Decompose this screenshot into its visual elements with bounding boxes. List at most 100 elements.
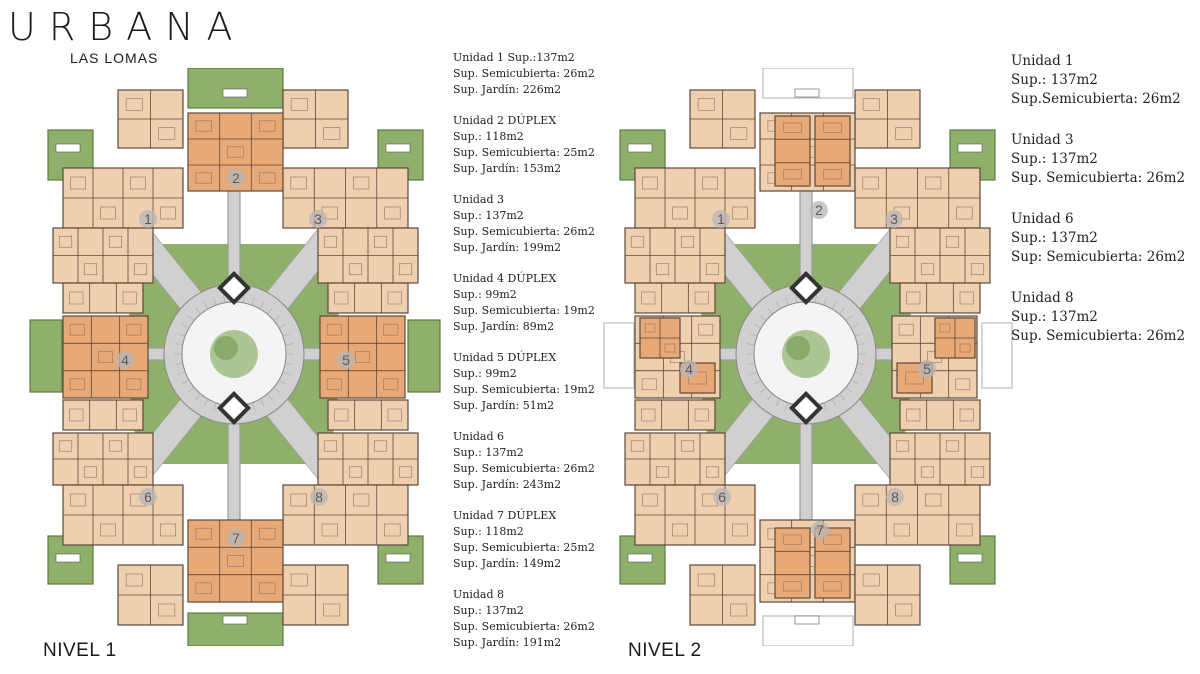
unit-line: Sup. Jardín: 191m2 — [453, 636, 562, 649]
unit-line: Sup.Semicubierta: 26m2 — [1011, 91, 1181, 107]
stair-tread — [814, 294, 817, 303]
furniture — [655, 466, 670, 478]
unit-line: Sup.: 118m2 — [453, 130, 524, 143]
stair-tread — [242, 294, 245, 303]
unit-marker — [713, 488, 731, 506]
stair-tread — [278, 379, 287, 385]
garden-table — [627, 143, 653, 153]
furniture — [641, 291, 656, 305]
unit-marker-label: 2 — [232, 170, 240, 186]
apartment-block — [327, 282, 409, 314]
furniture — [898, 323, 914, 336]
furniture — [705, 263, 720, 276]
furniture — [158, 127, 176, 140]
furniture — [823, 169, 842, 180]
furniture — [195, 120, 213, 132]
garden-table — [794, 88, 820, 98]
furniture — [258, 172, 276, 184]
stair-tread — [845, 315, 853, 321]
unit-line: Sup.: 137m2 — [1011, 72, 1098, 88]
unit-marker-label: 3 — [314, 211, 322, 227]
furniture — [133, 263, 148, 276]
apartment-block — [319, 315, 406, 399]
unit-line: Unidad 1 — [1011, 53, 1074, 69]
furniture — [672, 523, 688, 537]
stair-tread — [177, 371, 186, 375]
furniture — [126, 378, 142, 391]
furniture — [348, 466, 363, 478]
unit-info-5: Unidad 5 DÚPLEX Sup.: 99m2 Sup. Semicubi… — [453, 350, 603, 414]
unit-line: Unidad 4 DÚPLEX — [453, 272, 557, 285]
furniture — [158, 603, 176, 617]
furniture — [956, 523, 973, 537]
unit-marker — [886, 488, 904, 506]
unit-marker — [310, 488, 328, 506]
unit-line: Sup. Semicubierta: 26m2 — [453, 620, 595, 633]
furniture — [959, 291, 974, 305]
unit-marker — [227, 529, 245, 547]
furniture — [398, 466, 413, 478]
unit-marker — [918, 360, 936, 378]
garden-table — [957, 143, 983, 153]
furniture — [698, 323, 714, 336]
apartment-block — [634, 399, 716, 431]
apartment-block — [774, 527, 811, 599]
furniture — [290, 573, 308, 587]
stair-tread — [831, 398, 837, 407]
unit-line: Sup.: 118m2 — [453, 525, 524, 538]
furniture — [925, 493, 942, 507]
furniture — [323, 235, 338, 248]
unit-line: Unidad 7 DÚPLEX — [453, 509, 557, 522]
furniture — [326, 378, 342, 391]
unit-line: Sup. Jardín: 243m2 — [453, 478, 562, 491]
stair-tread — [775, 301, 781, 310]
unit-line: Sup.: 137m2 — [1011, 309, 1098, 325]
unit-line: Unidad 3 — [1011, 132, 1074, 148]
furniture — [688, 371, 707, 385]
unit-line: Sup.: 137m2 — [453, 446, 524, 459]
stair-tread — [823, 402, 827, 411]
furniture — [895, 235, 910, 248]
furniture — [133, 466, 148, 478]
stair-tread — [854, 333, 863, 337]
furniture — [258, 527, 276, 540]
unit-marker — [227, 169, 245, 187]
stair-tread — [195, 393, 201, 401]
furniture — [387, 291, 402, 305]
furniture — [906, 291, 921, 305]
stair-tread — [223, 294, 226, 303]
furniture — [905, 371, 924, 385]
furniture — [732, 206, 748, 220]
unit-marker-label: 6 — [144, 489, 152, 505]
furniture — [906, 408, 921, 422]
furniture — [355, 351, 370, 363]
furniture — [69, 323, 85, 336]
furniture — [195, 172, 213, 184]
stair-tread — [845, 387, 853, 393]
furniture — [893, 523, 910, 537]
furniture — [384, 206, 401, 220]
furniture — [326, 323, 342, 336]
furniture — [160, 206, 176, 220]
brand-title: URBANA — [8, 5, 246, 49]
furniture — [83, 466, 98, 478]
unit-line: Sup. Semicubierta: 26m2 — [453, 67, 595, 80]
unit-line: Unidad 1 Sup.:137m2 — [453, 51, 575, 64]
stair-tread — [839, 307, 845, 315]
stair-tread — [285, 362, 294, 365]
unit-marker-label: 5 — [923, 361, 931, 377]
furniture — [384, 523, 401, 537]
unit-marker-label: 4 — [685, 361, 693, 377]
furniture — [373, 440, 388, 452]
furniture — [98, 351, 113, 363]
furniture — [694, 408, 709, 422]
furniture — [783, 534, 802, 545]
stair-tread — [795, 294, 798, 303]
furniture — [823, 581, 842, 592]
furniture — [680, 235, 695, 248]
unit-line: Sup.: 137m2 — [453, 604, 524, 617]
stair-tread — [749, 333, 758, 337]
unit-info-1: Unidad 1 Sup.: 137m2 Sup.Semicubierta: 2… — [1011, 52, 1196, 109]
stair-tread — [273, 315, 281, 321]
